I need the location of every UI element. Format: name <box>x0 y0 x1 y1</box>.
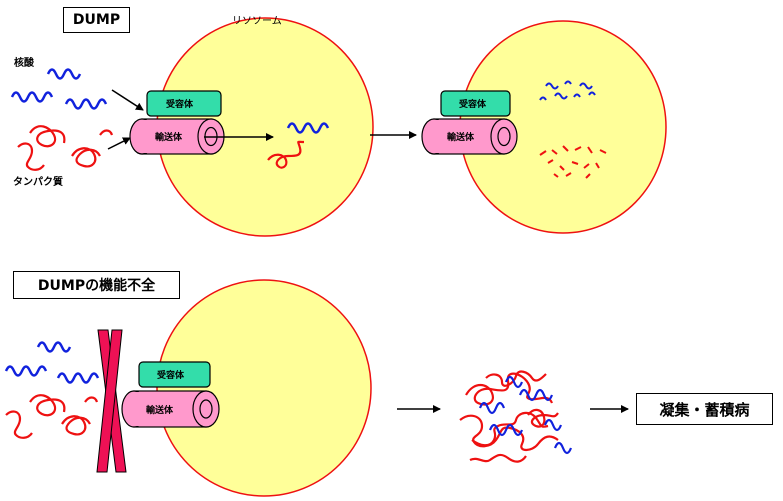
arrow-protein-in <box>107 137 131 150</box>
receptor-label-bottom: 受容体 <box>157 371 185 381</box>
lysosome-label: リソソーム <box>232 16 282 27</box>
transporter-cylinder-bottom <box>121 390 220 428</box>
aggregate-cluster <box>459 370 573 463</box>
protein-inside-top <box>267 140 305 169</box>
receptor-block-top-right <box>440 90 511 117</box>
transporter-label-bottom: 輸送体 <box>146 406 174 416</box>
protein-group-bottom <box>5 394 99 439</box>
panel-title-bottom: DUMPの機能不全 <box>13 271 180 299</box>
lysosome-bottom <box>156 279 372 497</box>
outcome-label: 凝集・蓄積病 <box>636 393 773 425</box>
degraded-protein-fragments <box>539 145 607 179</box>
transporter-label-top-left: 輸送体 <box>155 133 183 143</box>
receptor-label-top-right: 受容体 <box>459 100 487 110</box>
protein-group-top <box>17 125 114 171</box>
blocked-x-mark <box>96 329 127 473</box>
degraded-nucleic-fragments <box>539 80 596 101</box>
arrow-nucleic-in <box>111 89 144 111</box>
receptor-block-bottom <box>138 361 211 388</box>
panel-title-top: DUMP <box>63 7 130 33</box>
receptor-label-top-left: 受容体 <box>166 100 194 110</box>
transporter-label-top-right: 輸送体 <box>447 133 475 143</box>
nucleic-acid-inside-top <box>286 122 330 134</box>
protein-label: タンパク質 <box>13 177 63 188</box>
nucleic-acid-group-bottom <box>4 341 100 384</box>
transporter-cylinder-top-right <box>421 118 518 155</box>
nucleic-acid-group-top <box>10 68 108 110</box>
receptor-block-top-left <box>146 90 222 117</box>
nucleic-acid-label: 核酸 <box>14 58 34 69</box>
